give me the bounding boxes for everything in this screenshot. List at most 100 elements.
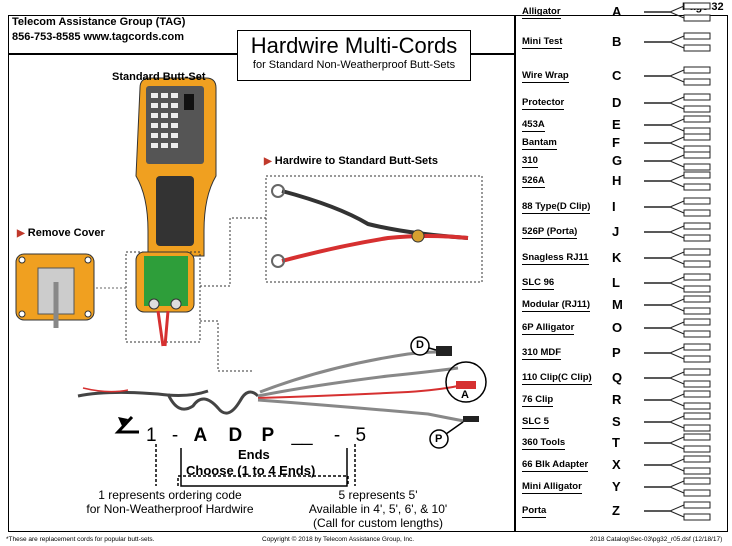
order-code-digit: 1 [146,425,157,446]
connector-letter: E [612,117,621,132]
order-code-end-4: __ [291,425,313,446]
footer-copyright: Copyright © 2018 by Telecom Assistance G… [262,536,415,543]
order-code-dash-2: - [333,425,341,446]
connector-row: Mini Test B [516,32,728,52]
connector-letter: J [612,224,620,239]
connector-letter: D [612,95,622,110]
order-code-end-1: A [193,425,208,446]
connector-letter: B [612,34,622,49]
connector-letter: R [612,392,622,407]
hardwire-arrow-icon: ▶ [264,156,272,167]
ends-title: Ends [238,447,270,462]
company-contact: 856-753-8585 www.tagcords.com [12,31,185,43]
callout-d: D [416,339,424,351]
connector-letter: T [612,435,620,450]
remove-cover-label: ▶ Remove Cover [17,227,105,239]
connector-letter: P [612,345,621,360]
note-left-line-1: 1 represents ordering code [98,488,242,502]
connector-letter: A [612,4,622,19]
connector-label: Snagless RJ11 [522,252,589,265]
connector-label: Mini Test [522,36,563,49]
footer-note: *These are replacement cords for popular… [6,536,155,543]
connector-row: 110 Clip(C Clip)Q [516,368,728,388]
connector-label: 526A [522,175,545,188]
connector-label: SLC 5 [522,416,549,429]
connector-label: 6P Alligator [522,322,575,335]
order-code-length: 5 [355,425,367,446]
connector-row: SLC 5 S [516,412,728,432]
connector-letter: Y [612,479,621,494]
connector-icon [644,115,711,135]
order-code-end-3: P [261,425,275,446]
connector-letter: Q [612,370,623,385]
page-subtitle: for Standard Non-Weatherproof Butt-Sets [252,59,456,71]
hardwire-label: ▶ Hardwire to Standard Butt-Sets [264,155,438,167]
connector-icon [644,368,711,388]
connector-label: 453A [522,119,545,132]
footer-catalog: 2018 Catalog\Sec-03\pg32_r05.dsf (12/18/… [590,536,723,543]
hardwire-text: Hardwire to Standard Butt-Sets [274,155,438,167]
connector-icon [644,151,711,171]
connector-label: Porta [522,505,547,518]
connector-letter: O [612,320,623,335]
connector-label: 360 Tools [522,437,566,450]
note-left-line-2: for Non-Weatherproof Hardwire [86,502,254,516]
order-code-dash: - [171,425,179,446]
order-code-end-2: D [228,425,243,446]
connector-label: 526P (Porta) [522,226,578,239]
connector-row: 88 Type(D Clip) I [516,197,728,217]
remove-cover-text: Remove Cover [27,227,105,239]
connector-row: SLC 96 L [516,273,728,293]
connector-row: Wire Wrap C [516,66,728,86]
connector-row: 6P Alligator O [516,318,728,338]
connector-letter: I [612,199,616,214]
ends-choose: Choose (1 to 4 Ends) [186,463,316,478]
connector-label: 88 Type(D Clip) [522,201,591,214]
connector-label: Modular (RJ11) [522,299,591,312]
connector-row: 526P (Porta) J [516,222,728,242]
note-right-line-3: (Call for custom lengths) [312,516,444,530]
title-box: Hardwire Multi-Cords for Standard Non-We… [237,30,471,81]
connector-label: SLC 96 [522,277,555,290]
butt-set-illustration [15,77,487,487]
connector-label: Wire Wrap [522,70,569,83]
connector-icon [644,93,711,113]
remove-cover-arrow-icon: ▶ [17,228,25,239]
connector-icon [644,248,711,268]
callout-p: P [435,433,443,445]
connector-letter: H [612,173,622,188]
callout-a: A [461,389,469,401]
connector-icon [644,171,711,191]
connector-icon [644,273,711,293]
connector-icon [644,222,711,242]
connector-letter: G [612,153,623,168]
connector-icon [644,390,711,410]
connector-icon [644,343,711,363]
butt-set-label: Standard Butt-Set [112,71,206,83]
connector-row: 526A H [516,171,728,191]
connector-row: Mini Alligator Y [516,477,728,497]
connector-letter: Z [612,503,620,518]
connector-icon [644,295,711,315]
connector-label: Mini Alligator [522,481,582,494]
connector-row: 453A E [516,115,728,135]
connector-letter: L [612,275,620,290]
connector-label: 76 Clip [522,394,554,407]
connector-letter: C [612,68,622,83]
connector-row: 360 Tools T [516,433,728,453]
connector-icon [644,133,711,153]
butt-set-body [135,77,217,257]
connector-icon [644,197,711,217]
connector-letter: X [612,457,621,472]
page-title: Hardwire Multi-Cords [250,33,458,58]
connector-letter: S [612,414,621,429]
connector-icon [644,2,711,22]
